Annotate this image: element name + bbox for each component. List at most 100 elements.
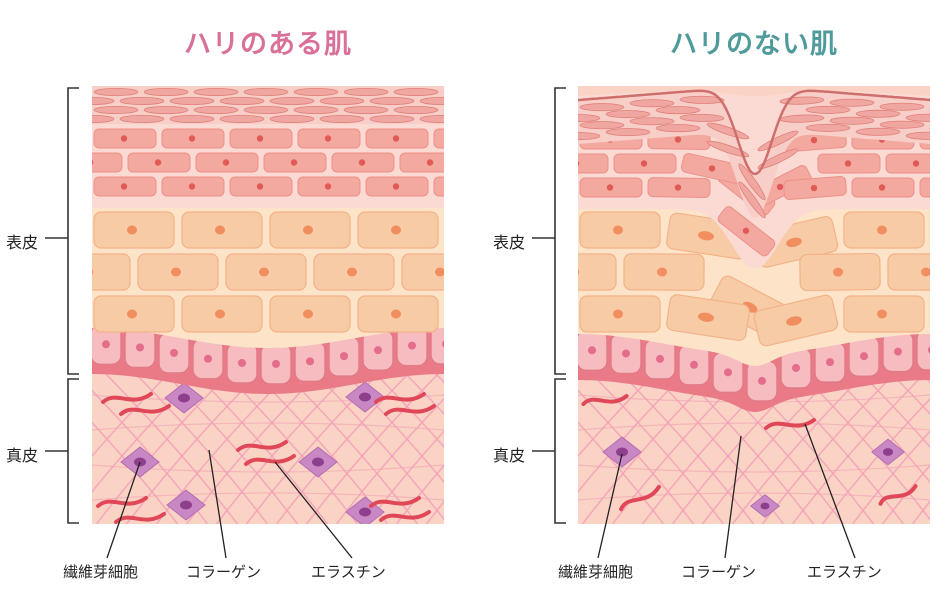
collagen-fiber: [92, 359, 183, 458]
spinous-cell-nucleus: [215, 309, 225, 319]
basal-cells: [578, 329, 930, 402]
granular-cell: [468, 153, 530, 172]
granular-cell: [433, 128, 444, 149]
corneum-cell: [319, 115, 365, 124]
collagen-fiber: [938, 360, 948, 530]
label-fibroblast-right: 繊維芽細胞: [558, 563, 634, 581]
basal-cell-nucleus: [238, 358, 246, 367]
corneum-cell: [169, 115, 215, 124]
label-fibroblast-left: 繊維芽細胞: [63, 563, 139, 581]
spinous-cells: [92, 211, 489, 333]
corneum-cell: [738, 181, 766, 219]
corneum-cell: [706, 140, 750, 158]
corneum-cell: [293, 106, 339, 115]
spinous-cell-nucleus: [391, 225, 401, 235]
basal-cells: [92, 323, 444, 385]
basal-cell-nucleus: [136, 343, 144, 352]
corneum-cell: [629, 117, 675, 126]
spinous-layer: [578, 207, 930, 366]
collagen-fiber: [877, 359, 930, 416]
collagen-fiber: [275, 359, 423, 524]
spinous-cell-nucleus: [479, 226, 489, 235]
granular-cell-nucleus: [290, 159, 298, 166]
fibroblast-nucleus: [882, 448, 894, 456]
corneum-cell: [219, 97, 265, 106]
spinous-cell-nucleus: [877, 309, 887, 319]
elastin-fiber: [119, 404, 171, 416]
spinous-cell-nucleus: [613, 225, 623, 235]
elastin-fiber: [96, 496, 148, 508]
corneum-cell: [369, 115, 415, 124]
corneum-cell: [393, 106, 439, 115]
granular-cell: [885, 153, 930, 174]
leader-elastin-right: [804, 423, 856, 559]
granular-cell-nucleus: [120, 183, 128, 190]
corneum-cell: [655, 106, 701, 115]
corneum-cell: [879, 102, 925, 111]
corneum-cell: [579, 103, 625, 112]
granular-cell-nucleus: [461, 183, 467, 189]
collagen-fiber: [791, 366, 930, 524]
corneum-cell: [578, 114, 601, 123]
basal-cell-nucleus: [826, 358, 834, 367]
corneum-cell: [905, 113, 930, 122]
fibroblast-cells: [120, 381, 385, 524]
corneum-cell: [829, 116, 875, 125]
basal-cell-nucleus: [622, 349, 630, 358]
basal-cell-nucleus: [170, 348, 178, 357]
corneum-cell: [343, 88, 389, 97]
corneum-cell: [419, 115, 444, 123]
corneum-cell: [269, 97, 315, 106]
corneum-cell: [93, 88, 139, 97]
spinous-cell-nucleus: [435, 267, 444, 277]
corneum-cell: [93, 106, 139, 115]
granular-cell-nucleus: [776, 183, 784, 191]
collagen-fiber: [911, 500, 930, 524]
granular-cell-nucleus: [188, 135, 196, 142]
collagen-fiber: [578, 422, 930, 431]
corneum-cell: [193, 106, 239, 115]
elastin-fiber: [244, 454, 296, 466]
dermis-bracket-left: [67, 378, 79, 524]
basal-cell-nucleus: [204, 354, 212, 363]
elastin-fibers: [581, 394, 918, 512]
granular-cell-nucleus: [606, 184, 614, 191]
corneum-cell: [679, 95, 725, 104]
basal-cell-nucleus: [724, 368, 732, 377]
collagen-fiber: [578, 464, 930, 473]
leader-collagen-right: [724, 435, 742, 559]
stratum-corneum-cells: [92, 88, 444, 124]
spinous-cell-nucleus: [657, 267, 667, 277]
spinous-cell-nucleus: [698, 312, 714, 322]
corneum-cell: [679, 113, 725, 122]
corneum-cell: [757, 148, 799, 170]
label-dermis-right: 真皮: [493, 446, 526, 465]
spinous-cell-nucleus: [786, 237, 802, 248]
granular-cell-nucleus: [708, 165, 716, 172]
basal-cell-nucleus: [588, 346, 596, 355]
spinous-cell-nucleus: [171, 267, 181, 277]
granular-cell-nucleus: [392, 135, 400, 142]
collagen-fiber: [92, 422, 444, 431]
elastin-fiber: [384, 404, 436, 416]
elastin-fiber: [878, 484, 918, 506]
corneum-cell: [319, 97, 365, 106]
title-firm-skin: ハリのある肌: [184, 29, 352, 60]
corneum-cell: [219, 115, 265, 124]
label-dermis-left: 真皮: [6, 446, 39, 465]
label-elastin-left: エラスチン: [311, 563, 386, 581]
granular-cell-nucleus: [810, 136, 818, 144]
granular-cell-nucleus: [120, 135, 128, 142]
spinous-cell-nucleus: [127, 225, 137, 235]
spinous-cell-nucleus: [391, 309, 401, 319]
spinous-cell: [92, 253, 131, 291]
granular-cell-nucleus: [358, 159, 366, 166]
leader-fibroblast-left: [106, 461, 141, 559]
granular-cell-nucleus: [222, 159, 230, 166]
granular-cell-nucleus: [742, 227, 750, 234]
granular-cell-nucleus: [188, 183, 196, 190]
basal-cell-nucleus: [442, 340, 444, 348]
basal-cell: [916, 329, 930, 371]
corneum-cell: [805, 105, 851, 114]
